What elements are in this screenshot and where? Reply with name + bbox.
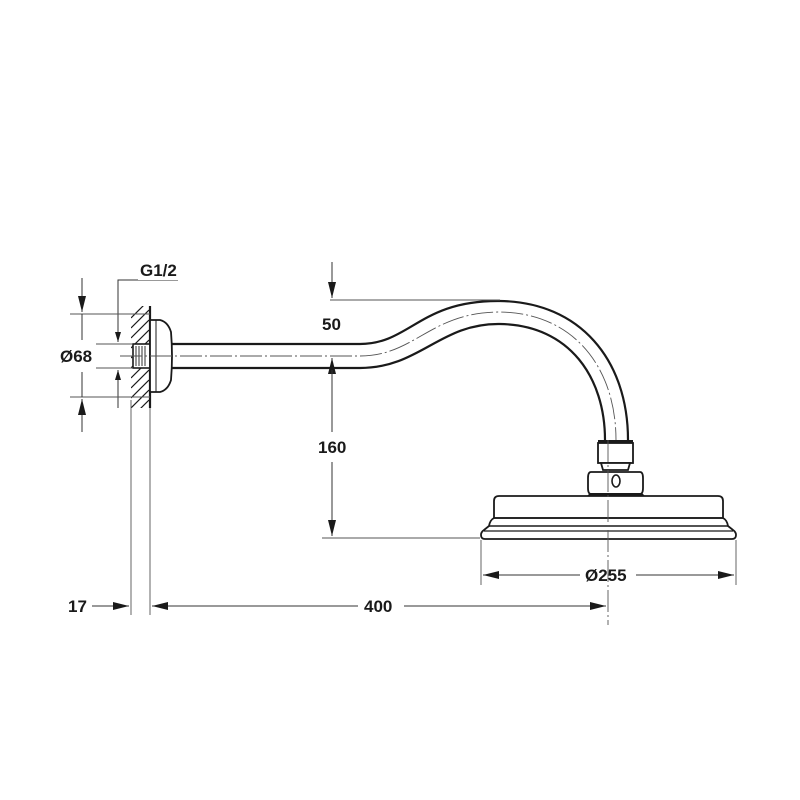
wall-section <box>131 306 152 408</box>
dim-horizontal: 17 400 <box>68 400 606 616</box>
dim-head-drop: 160 <box>318 370 480 539</box>
shower-arm <box>120 299 630 441</box>
dim-thread: G1/2 <box>96 258 186 408</box>
head-connector <box>586 440 646 497</box>
dim-flange-diameter: Ø68 <box>60 278 150 432</box>
head-drop-label: 160 <box>318 438 346 457</box>
flange-diameter-label: Ø68 <box>60 347 92 366</box>
shower-head <box>480 495 737 540</box>
dim-head-diameter: Ø255 <box>480 540 737 585</box>
projection-label: 400 <box>364 597 392 616</box>
thread-label: G1/2 <box>140 261 177 280</box>
dim-arm-rise: 50 <box>322 262 500 395</box>
head-diameter-label: Ø255 <box>585 566 627 585</box>
wall-depth-label: 17 <box>68 597 87 616</box>
arm-rise-label: 50 <box>322 315 341 334</box>
